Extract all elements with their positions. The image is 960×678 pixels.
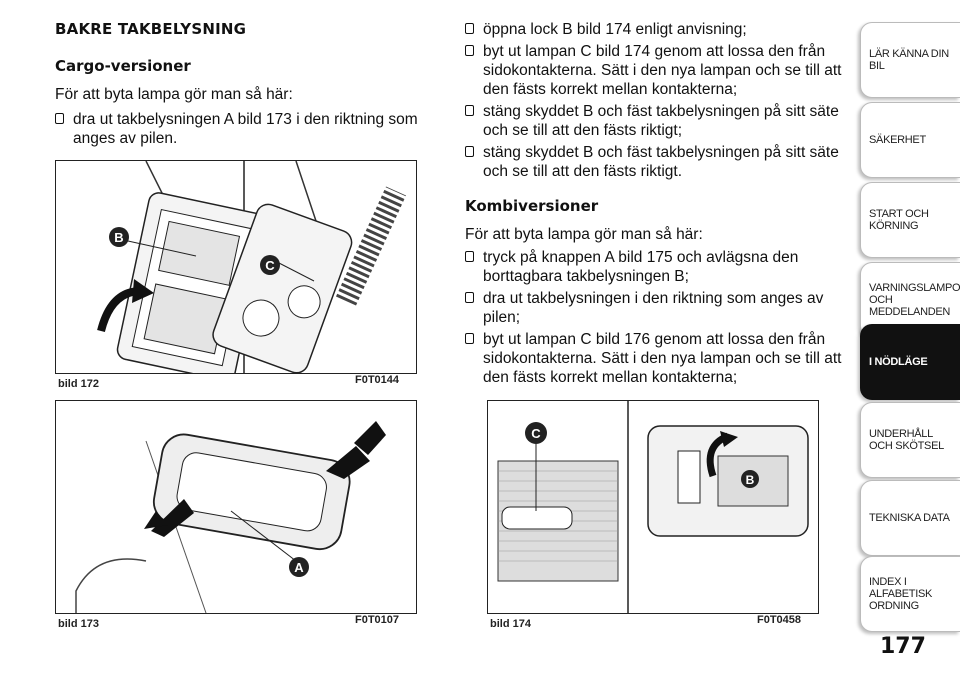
checkbox-bullet-icon: [465, 23, 474, 34]
checkbox-bullet-icon: [465, 45, 474, 56]
checkbox-bullet-icon: [465, 292, 474, 303]
checkbox-bullet-icon: [55, 113, 64, 124]
label-b: B: [114, 230, 123, 245]
tab-tekniska-data[interactable]: TEKNISKA DATA: [860, 480, 960, 556]
tab-i-nodlage[interactable]: I NÖDLÄGE: [860, 324, 960, 400]
list-item: dra ut takbelysningen i den riktning som…: [465, 289, 845, 327]
figure-173-code: F0T0107: [355, 614, 400, 626]
label-c: C: [531, 426, 541, 441]
list-item: byt ut lampan C bild 176 genom att lossa…: [465, 330, 845, 387]
page-number: 177: [880, 634, 926, 659]
figure-173-caption: bild 173: [58, 618, 99, 630]
figure-172-code: F0T0144: [355, 374, 400, 386]
tab-underhall-och-skotsel[interactable]: UNDERHÅLL OCH SKÖTSEL: [860, 402, 960, 478]
list-item: dra ut takbelysningen A bild 173 i den r…: [55, 110, 425, 148]
list-item: öppna lock B bild 174 enligt anvisning;: [465, 20, 845, 39]
label-a: A: [294, 560, 304, 575]
figure-174: C B: [487, 400, 819, 614]
checkbox-bullet-icon: [465, 333, 474, 344]
subheading-cargo: Cargo-versioner: [55, 57, 191, 75]
tab-index[interactable]: INDEX I ALFABETISK ORDNING: [860, 556, 960, 632]
checkbox-bullet-icon: [465, 105, 474, 116]
list-item: stäng skyddet B och fäst takbelysningen …: [465, 102, 845, 140]
checkbox-bullet-icon: [465, 251, 474, 262]
subheading-kombi: Kombiversioner: [465, 197, 599, 215]
figure-174-illustration: C B: [497, 401, 809, 613]
right-column: öppna lock B bild 174 enligt anvisning; …: [465, 20, 845, 390]
section-heading: BAKRE TAKBELYSNING: [55, 20, 247, 38]
label-c: C: [265, 258, 275, 273]
list-item: tryck på knappen A bild 175 och avlägsna…: [465, 248, 845, 286]
tab-lar-kanna-din-bil[interactable]: LÄR KÄNNA DIN BIL: [860, 22, 960, 98]
tab-sakerhet[interactable]: SÄKERHET: [860, 102, 960, 178]
left-column: BAKRE TAKBELYSNING Cargo-versioner För a…: [55, 20, 425, 151]
figure-173-illustration: A: [75, 421, 386, 613]
intro-text: För att byta lampa gör man så här:: [465, 226, 703, 243]
figure-174-caption: bild 174: [490, 618, 531, 630]
checkbox-bullet-icon: [465, 146, 474, 157]
figure-172-caption: bild 172: [58, 378, 99, 390]
figure-173: A: [55, 400, 417, 614]
label-b: B: [746, 473, 755, 487]
list-item: stäng skyddet B och fäst takbelysningen …: [465, 143, 845, 181]
tab-start-och-korning[interactable]: START OCH KÖRNING: [860, 182, 960, 258]
figure-172-illustration: B C: [97, 161, 407, 373]
intro-text: För att byta lampa gör man så här:: [55, 86, 293, 103]
figure-172: B C: [55, 160, 417, 374]
list-item: byt ut lampan C bild 174 genom att lossa…: [465, 42, 845, 99]
figure-174-code: F0T0458: [757, 614, 802, 626]
